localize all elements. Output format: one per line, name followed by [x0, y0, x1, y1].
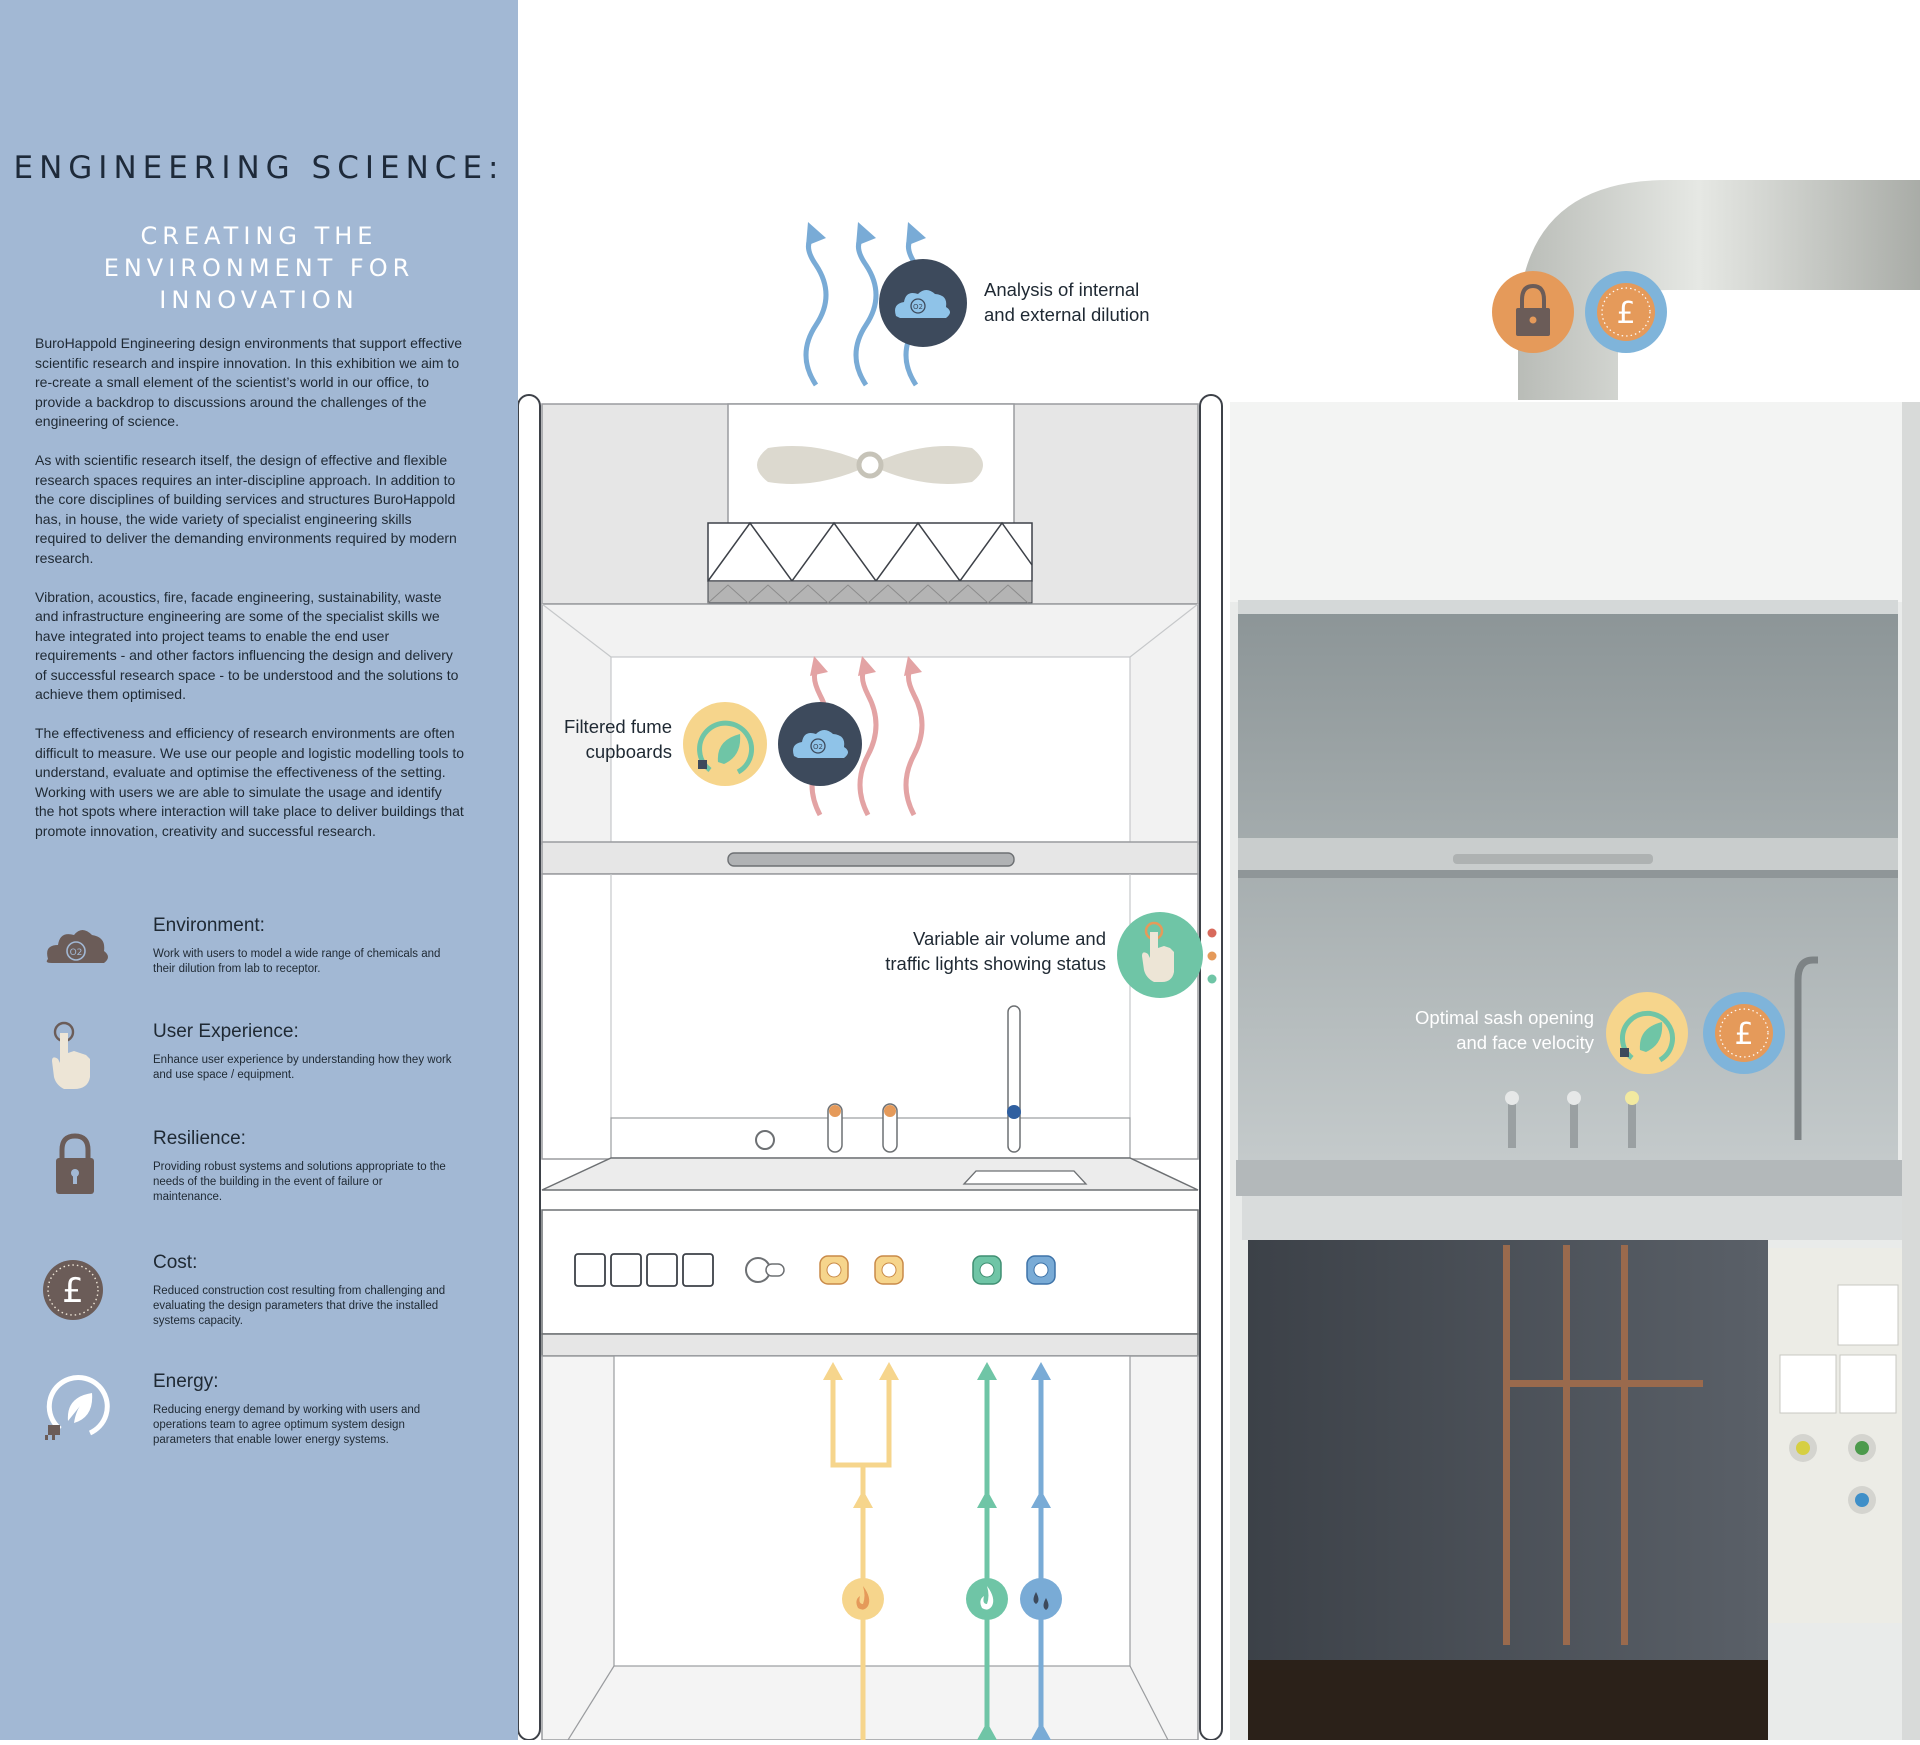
- callout-line: Optimal sash opening: [1415, 1007, 1594, 1028]
- diagram-artwork: O2 £ O2: [517, 180, 1920, 1741]
- pound-coin-icon: £: [1703, 992, 1785, 1074]
- intro-text: BuroHappold Engineering design environme…: [35, 334, 465, 861]
- legend-description: Enhance user experience by understanding…: [153, 1054, 452, 1081]
- panel-subtitle: CREATING THE ENVIRONMENT FOR INNOVATION: [103, 222, 415, 314]
- callout-line: Filtered fume: [564, 716, 672, 737]
- legend-title: Energy:: [153, 1371, 219, 1392]
- touch-hand-icon: [52, 1021, 90, 1089]
- valve-gas-1: [819, 1255, 849, 1285]
- flame-icon: [842, 1578, 884, 1620]
- callout-line: and face velocity: [1456, 1032, 1594, 1053]
- legend-title: Cost:: [153, 1252, 198, 1273]
- intro-paragraph: The effectiveness and efficiency of rese…: [35, 725, 465, 839]
- intro-paragraph: BuroHappold Engineering design environme…: [35, 335, 463, 429]
- water-drops-icon: [1020, 1578, 1062, 1620]
- schematic-fume-cupboard: [517, 394, 1223, 1741]
- callout-system-delivery: Optimised system delivery: [1690, 286, 1837, 336]
- callout-filtered: Filtered fume cupboards: [518, 714, 672, 764]
- callout-line: Variable air volume and: [913, 928, 1106, 949]
- legend-energy: Energy: Reducing energy demand by workin…: [40, 1371, 480, 1481]
- real-fume-cupboard: [1230, 180, 1920, 1740]
- cloud-o2-icon: O2: [46, 930, 108, 963]
- legend-title: User Experience:: [153, 1021, 299, 1042]
- energy-leaf-plug-icon: [683, 702, 767, 786]
- legend-user-experience: User Experience: Enhance user experience…: [40, 1021, 480, 1131]
- callout-line: Analysis of internal: [984, 279, 1140, 300]
- callout-line: delivery: [1690, 313, 1754, 334]
- pound-coin-icon: £: [1585, 271, 1667, 353]
- traffic-lights: [1207, 928, 1217, 984]
- callout-dilution: Analysis of internal and external diluti…: [984, 277, 1150, 327]
- callout-line: and external dilution: [984, 304, 1150, 325]
- cloud-o2-icon: O2: [879, 259, 967, 347]
- svg-text:£: £: [1734, 1017, 1753, 1052]
- callout-line: cupboards: [585, 741, 672, 762]
- touch-hand-icon: [1117, 912, 1203, 998]
- energy-leaf-plug-icon: [1606, 992, 1688, 1074]
- legend-cost: £ Cost: Reduced construction cost result…: [40, 1252, 480, 1362]
- flame-icon: [966, 1578, 1008, 1620]
- svg-text:£: £: [1616, 296, 1635, 331]
- svg-text:£: £: [62, 1271, 84, 1311]
- legend-title: Resilience:: [153, 1128, 246, 1149]
- callout-sash: Optimal sash opening and face velocity: [1318, 1005, 1594, 1055]
- valve-water: [1026, 1255, 1056, 1285]
- callout-line: traffic lights showing status: [885, 953, 1106, 974]
- valve-teal: [972, 1255, 1002, 1285]
- pound-coin-icon: £: [43, 1260, 103, 1320]
- valve-gas-2: [874, 1255, 904, 1285]
- legend-title: Environment:: [153, 915, 265, 936]
- legend-environment: O2 Environment: Work with users to model…: [40, 915, 480, 1025]
- intro-paragraph: Vibration, acoustics, fire, facade engin…: [35, 588, 459, 703]
- padlock-icon: [1492, 271, 1574, 353]
- intro-paragraph: As with scientific research itself, the …: [35, 452, 457, 566]
- callout-line: Optimised system: [1690, 288, 1838, 309]
- legend-description: Reducing energy demand by working with u…: [153, 1404, 421, 1446]
- panel-title: ENGINEERING SCIENCE:: [13, 150, 505, 186]
- legend-resilience: Resilience: Providing robust systems and…: [40, 1128, 480, 1238]
- cloud-o2-icon: O2: [778, 702, 862, 786]
- callout-vav: Variable air volume and traffic lights s…: [798, 926, 1106, 976]
- legend-description: Reduced construction cost resulting from…: [153, 1285, 446, 1327]
- legend-description: Providing robust systems and solutions a…: [153, 1161, 446, 1203]
- fume-cupboard-diagram: O2 £ O2: [517, 0, 1920, 1741]
- legend-description: Work with users to model a wide range of…: [153, 948, 441, 975]
- padlock-icon: [56, 1133, 94, 1194]
- energy-leaf-plug-icon: [45, 1374, 110, 1440]
- svg-text:O2: O2: [813, 743, 823, 751]
- svg-text:O2: O2: [70, 948, 83, 958]
- info-panel: ENGINEERING SCIENCE: CREATING THE ENVIRO…: [0, 0, 518, 1740]
- svg-text:O2: O2: [913, 303, 923, 311]
